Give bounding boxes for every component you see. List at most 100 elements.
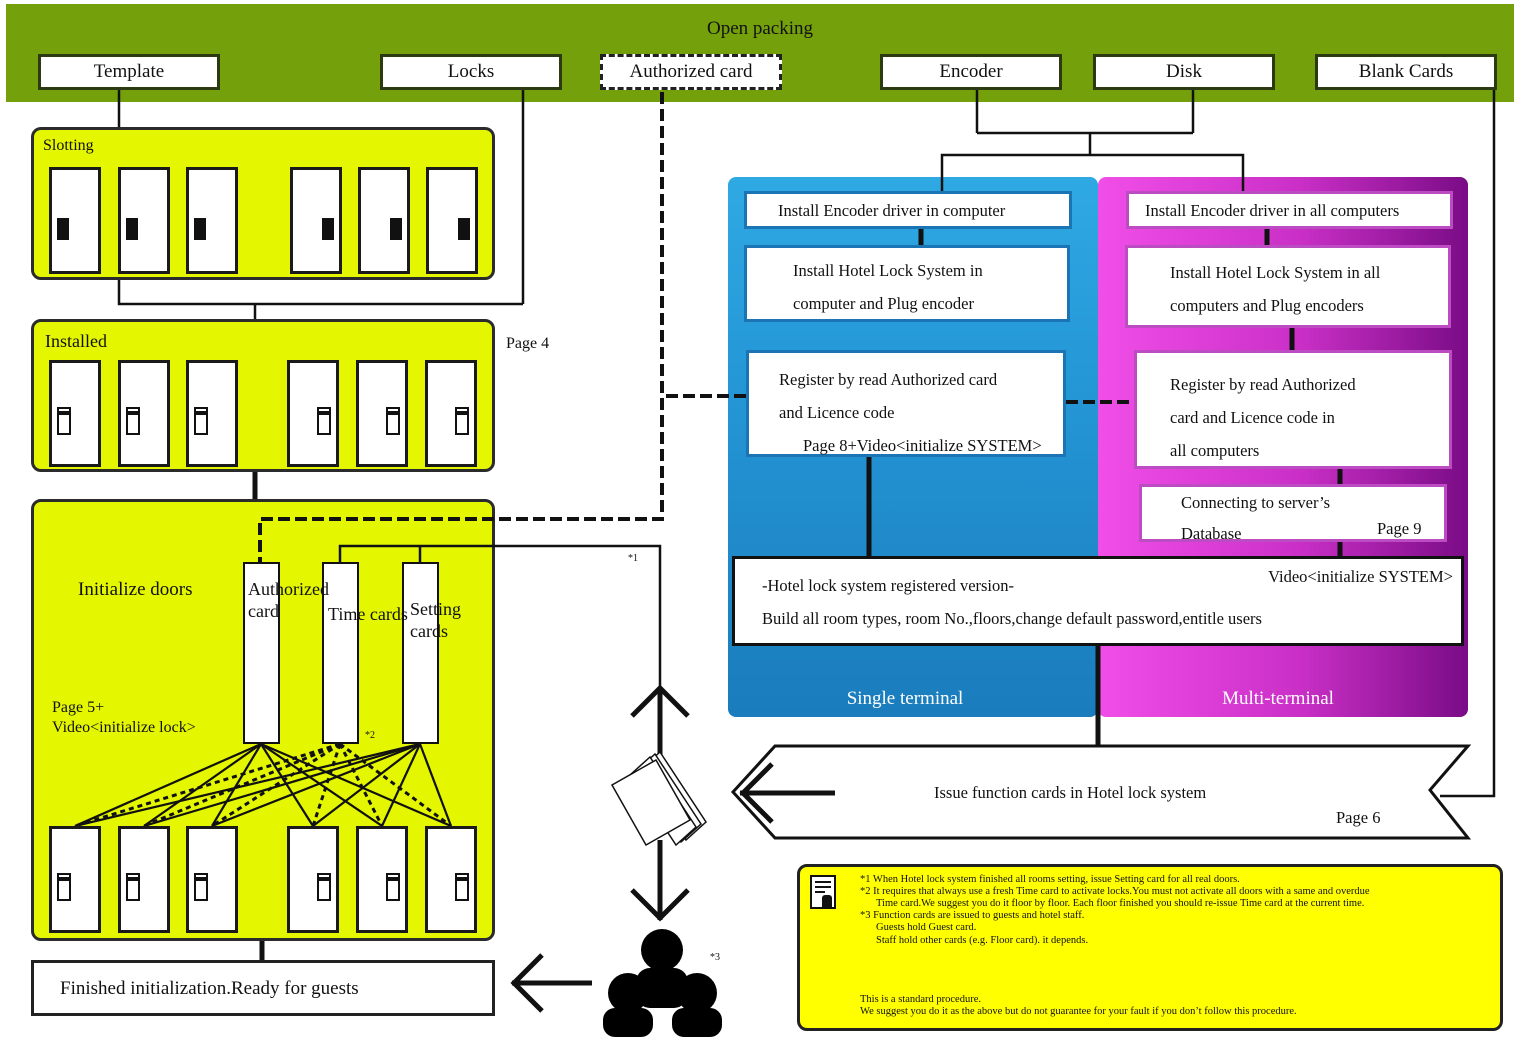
multi-step2-line1: Install Hotel Lock System in all (1170, 263, 1381, 282)
installed-panel (31, 319, 495, 472)
lock-slot-icon (194, 218, 206, 240)
finished-box: Finished initialization.Ready for guests (31, 960, 495, 1016)
installed-title: Installed (45, 331, 107, 351)
door-icon (425, 826, 477, 933)
card-stack-icon (610, 750, 707, 847)
door-icon (118, 167, 170, 274)
multi-step3-line2: card and Licence code in (1170, 408, 1335, 427)
lock-slot-icon (322, 218, 334, 240)
single-step-install-driver: Install Encoder driver in computer (744, 191, 1072, 229)
door-icon (186, 360, 238, 467)
door-icon (290, 167, 342, 274)
lock-icon (455, 407, 469, 435)
door-icon (356, 826, 408, 933)
note-line-2: *2 It requires that always use a fresh T… (860, 886, 1370, 897)
note-line-3: Time card.We suggest you do it floor by … (876, 898, 1365, 909)
door-icon (287, 360, 339, 467)
multi-step2-line2: computers and Plug encoders (1170, 296, 1364, 315)
lock-icon (194, 873, 208, 901)
single-terminal-label: Single terminal (846, 688, 964, 709)
time-cards-label: Time cards (328, 604, 408, 624)
lock-slot-icon (458, 218, 470, 240)
door-icon (426, 167, 478, 274)
multi-step-connect-db: Connecting to server’s Database (1139, 484, 1447, 543)
locks-box: Locks (380, 54, 562, 90)
multi-step3-line1: Register by read Authorized (1170, 375, 1356, 394)
setting-cards-label: Setting cards (410, 599, 462, 641)
single-step3-line1: Register by read Authorized card (779, 370, 998, 389)
note-line-6: Staff hold other cards (e.g. Floor card)… (876, 935, 1089, 946)
lock-icon (57, 407, 71, 435)
card-door-links (74, 742, 453, 828)
lock-icon (194, 407, 208, 435)
door-icon (425, 360, 477, 467)
initialize-page-note: Page 5+ Video<initialize lock> (52, 699, 196, 736)
lock-icon (386, 407, 400, 435)
multi-step-install-system: Install Hotel Lock System in all compute… (1125, 245, 1451, 328)
disk-box: Disk (1093, 54, 1275, 90)
lock-icon (455, 873, 469, 901)
note-line-5: Guests hold Guest card. (876, 922, 977, 933)
lock-icon (57, 873, 71, 901)
door-icon (49, 167, 101, 274)
door-icon (186, 826, 238, 933)
door-icon (358, 167, 410, 274)
note-box: *1 When Hotel lock system finished all r… (797, 864, 1503, 1031)
people-icon (603, 929, 722, 1037)
note-line-7: This is a standard procedure. (860, 994, 982, 1005)
authorized-card-column (243, 562, 280, 744)
lock-icon (126, 407, 140, 435)
authorized-card-box: Authorized card (600, 54, 782, 90)
lock-icon (126, 873, 140, 901)
issue-cards-text: Issue function cards in Hotel lock syste… (934, 783, 1207, 802)
template-box: Template (38, 54, 220, 90)
encoder-box: Encoder (880, 54, 1062, 90)
multi-step-install-driver: Install Encoder driver in all computers (1126, 191, 1453, 229)
multi-step4-page: Page 9 (1377, 519, 1422, 538)
door-icon (118, 360, 170, 467)
lock-icon (386, 873, 400, 901)
single-step-install-system: Install Hotel Lock System in computer an… (744, 245, 1070, 322)
door-icon (49, 826, 101, 933)
registered-video: Video<initialize SYSTEM> (1268, 567, 1453, 586)
registered-line1: -Hotel lock system registered version- (762, 576, 1015, 595)
time-cards-column (322, 562, 359, 744)
note-line-8: We suggest you do it as the above but do… (860, 1006, 1297, 1017)
door-icon (49, 360, 101, 467)
door-icon (287, 826, 339, 933)
note-line-4: *3 Function cards are issued to guests a… (860, 910, 1085, 921)
multi-step4-line1: Connecting to server’s (1181, 493, 1331, 512)
single-step2-line1: Install Hotel Lock System in (793, 261, 983, 280)
single-step2-line2: computer and Plug encoder (793, 294, 974, 313)
door-icon (186, 167, 238, 274)
lock-slot-icon (390, 218, 402, 240)
issue-cards-page: Page 6 (1336, 808, 1381, 827)
multi-terminal-label: Multi-terminal (1222, 688, 1334, 709)
blank-cards-box: Blank Cards (1315, 54, 1497, 90)
setting-cards-column (402, 562, 439, 744)
lock-slot-icon (57, 218, 69, 240)
registered-version-box: Video<initialize SYSTEM> -Hotel lock sys… (732, 556, 1464, 646)
lock-slot-icon (126, 218, 138, 240)
multi-step4-line2: Database (1181, 524, 1242, 543)
arrow-icon (630, 684, 690, 760)
single-step3-page: Page 8+Video<initialize SYSTEM> (803, 436, 1042, 455)
single-step3-line2: and Licence code (779, 403, 895, 422)
lock-icon (317, 873, 331, 901)
multi-step3-line3: all computers (1170, 441, 1260, 460)
note-line-1: *1 When Hotel lock system finished all r… (860, 874, 1240, 885)
registered-line2: Build all room types, room No.,floors,ch… (762, 609, 1262, 628)
document-icon (810, 875, 836, 909)
arrow-icon (630, 840, 690, 922)
authorized-card-label: Authorized card (248, 579, 329, 621)
installed-page: Page 4 (506, 335, 550, 352)
lock-icon (317, 407, 331, 435)
mark-1: *1 (628, 553, 638, 564)
open-packing-title: Open packing (706, 18, 814, 39)
mark-2: *2 (365, 730, 375, 741)
mark-3: *3 (710, 952, 720, 963)
arrow-icon (510, 953, 592, 1013)
multi-step-register: Register by read Authorized card and Lic… (1134, 350, 1452, 469)
door-icon (118, 826, 170, 933)
